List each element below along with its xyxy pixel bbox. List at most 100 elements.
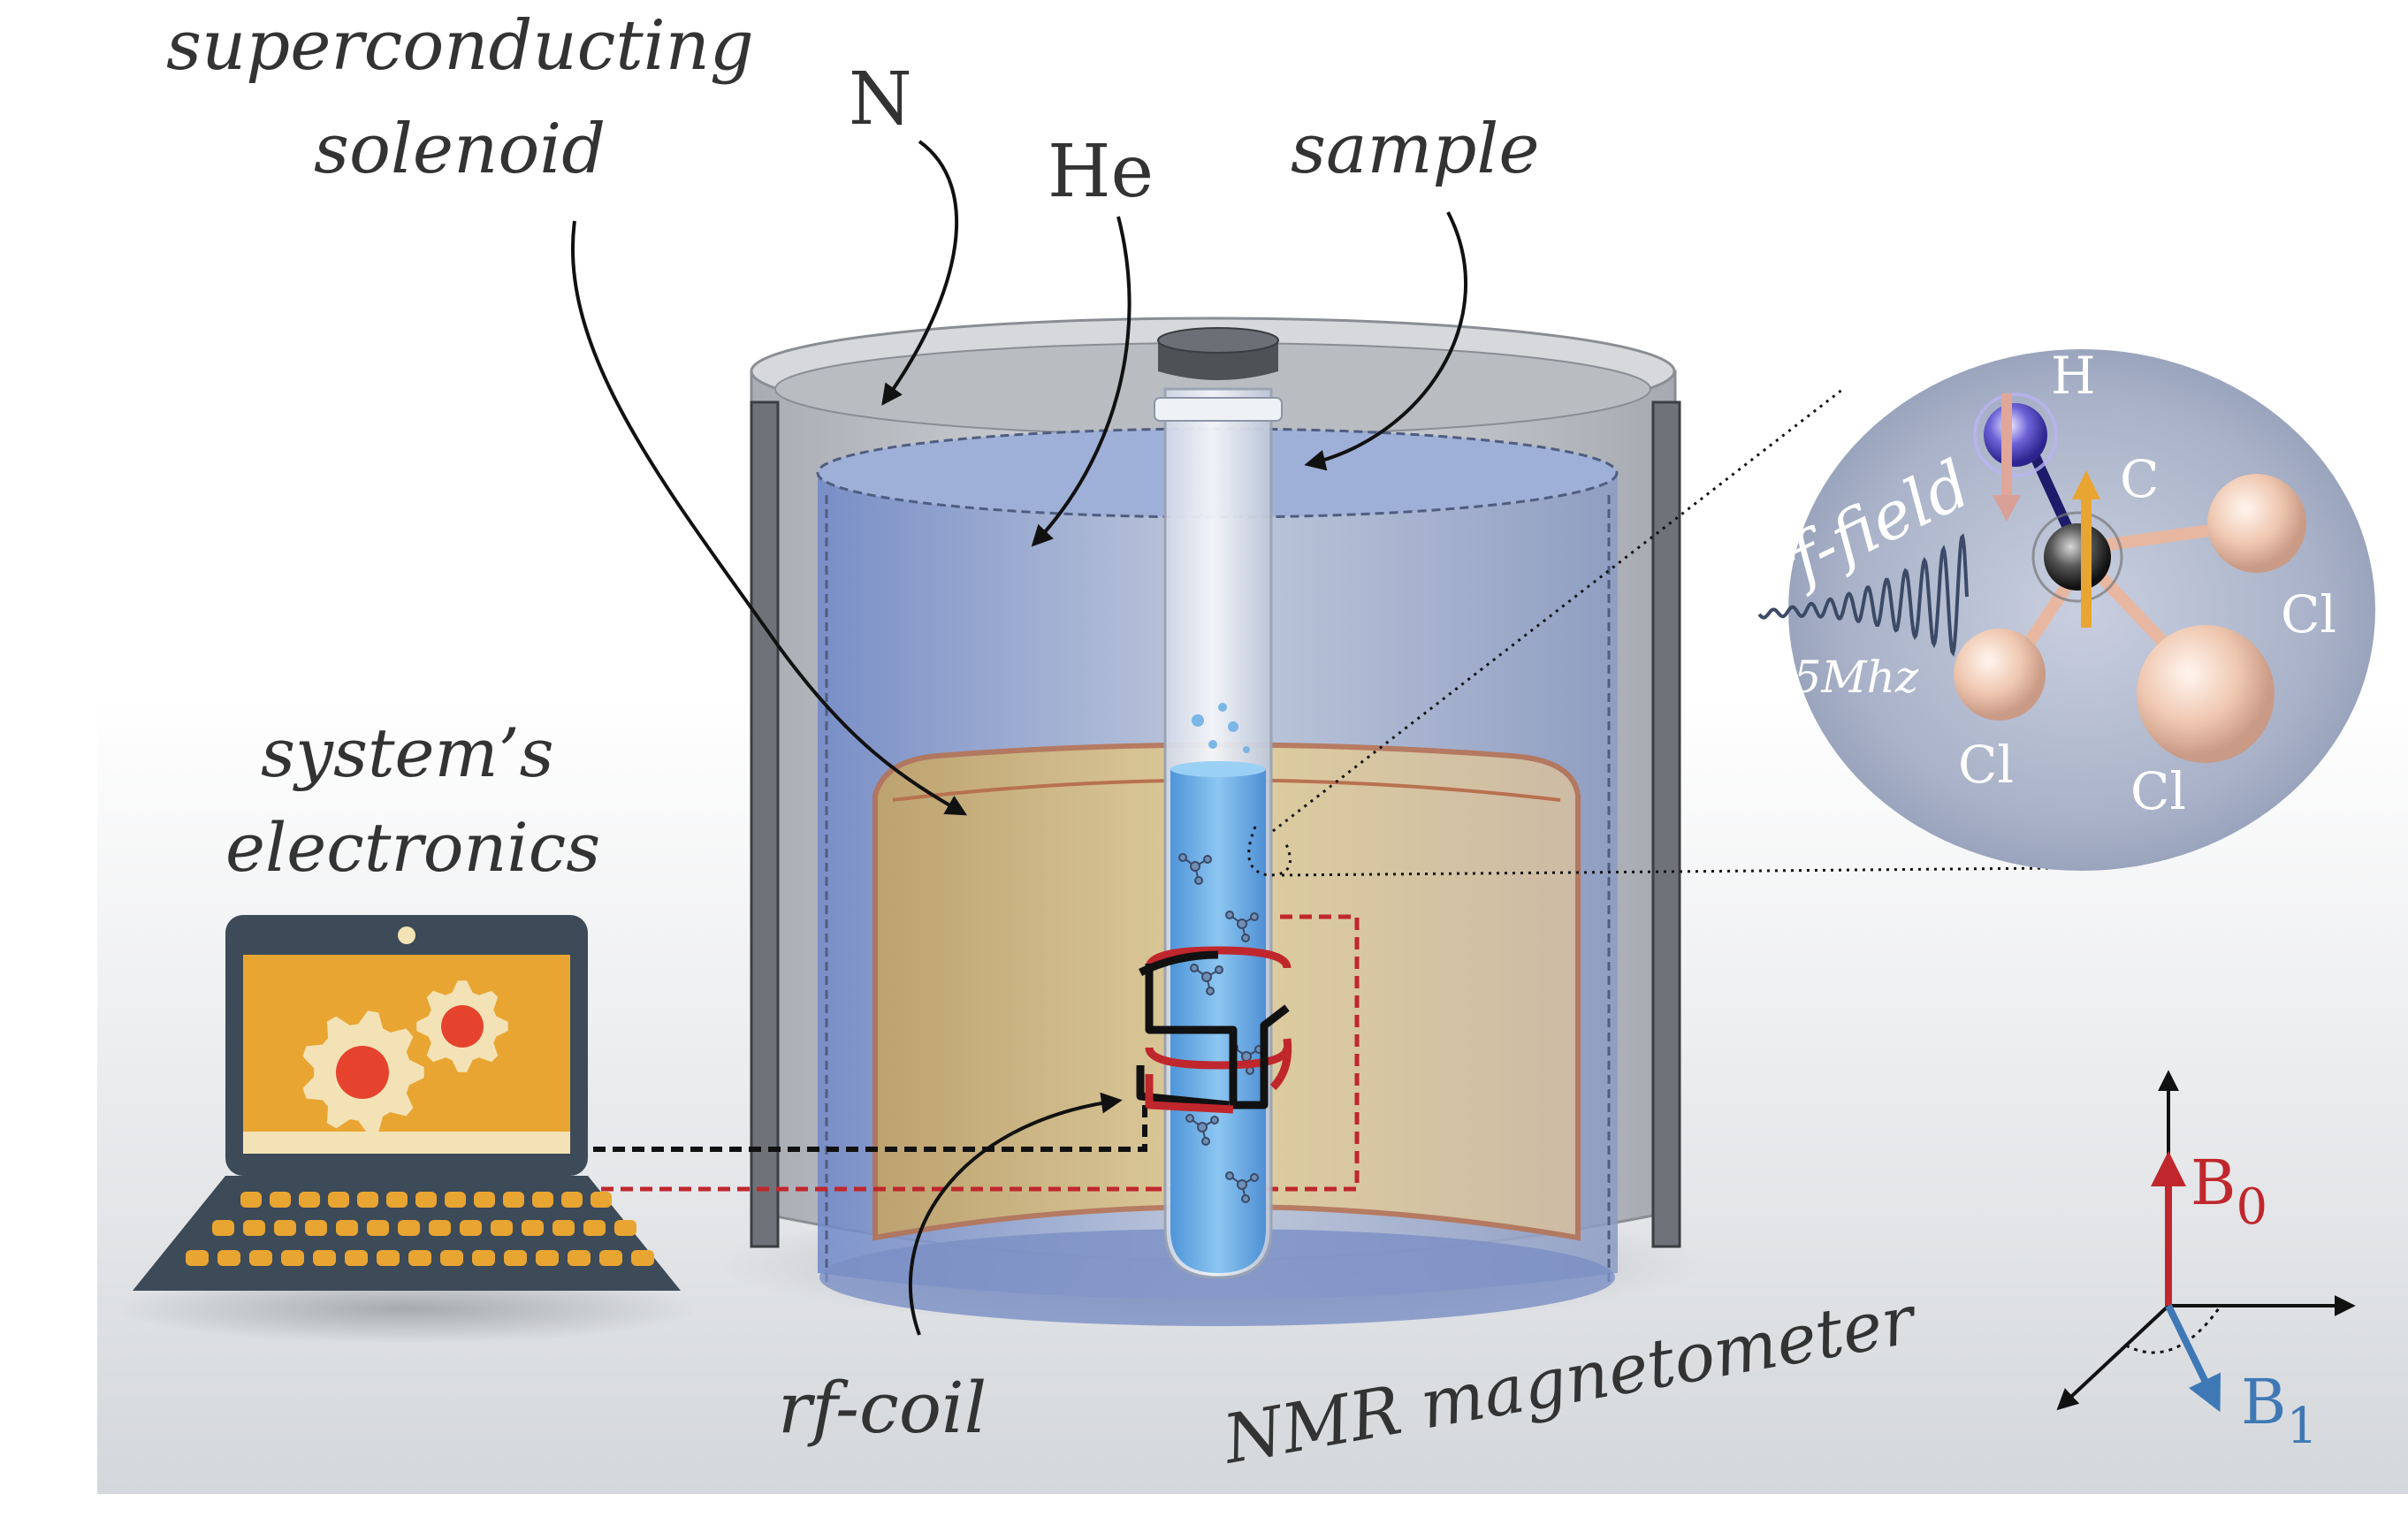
keyboard-key [460,1220,482,1236]
bubble [1243,746,1250,753]
keyboard-key [552,1220,575,1236]
label-helium: He [1048,130,1154,214]
molecule-zoom: H C Cl Cl Cl rf-field 125Mhz [1737,346,2375,871]
axis-x [2056,1304,2170,1411]
arrow-helium [1031,216,1132,547]
label-chlorine-right: Cl [2281,584,2336,644]
liquid-surface [1170,761,1266,777]
liquid-molecules [1178,853,1263,1203]
laptop-keyboard [186,1192,654,1266]
keyboard-key [504,1250,527,1266]
bubble [1208,740,1217,749]
label-superconducting: superconducting [166,6,754,86]
keyboard-key [522,1220,544,1236]
rf-coil [1136,946,1292,1114]
hydrogen-atom [1984,403,2047,467]
keyboard-key [429,1220,451,1236]
label-carbon: C [2120,449,2159,509]
label-chlorine-left: Cl [1958,735,2014,795]
chlorine-atom-left [1954,629,2046,720]
gear-hub [441,1005,484,1048]
keyboard-key [243,1220,265,1236]
zoom-circle-sample [1247,826,1292,877]
bubble [1228,721,1238,732]
keyboard-key [313,1250,336,1266]
arrow-solenoid [571,220,968,816]
carbon-glow [2031,511,2123,603]
keyboard-key [583,1220,606,1236]
laptop-screen-bar [243,1132,570,1154]
label-b1: B1 [2241,1366,2318,1455]
keyboard-key [240,1192,262,1208]
keyboard-key [474,1192,495,1208]
gear-icon [416,980,508,1072]
arrow-sample [1304,211,1467,471]
tube-cap-top [1157,327,1279,354]
hydrogen-glow [1973,393,2058,477]
label-electronics: electronics [225,808,600,887]
gear-icon [302,1010,424,1134]
keyboard-key [445,1192,466,1208]
keyboard-key [377,1250,400,1266]
b1-vector [2165,1304,2221,1413]
keyboard-key [503,1192,524,1208]
keyboard-key [328,1192,349,1208]
keyboard-key [249,1250,272,1266]
spin-c-head [2072,470,2100,499]
keyboard-key [631,1250,654,1266]
chlorine-atom-right [2207,474,2306,573]
keyboard-key [270,1192,291,1208]
cryostat [592,316,2052,1326]
label-chlorine-bottom: Cl [2130,761,2186,821]
keyboard-key [440,1250,463,1266]
zoom-line-bottom [1281,866,2052,877]
keyboard-key [599,1250,622,1266]
keyboard-key [212,1220,234,1236]
spin-h-head [1993,495,2021,522]
label-solenoid: solenoid [314,110,606,189]
label-rf-coil: rf-coil [778,1367,987,1449]
keyboard-key [561,1192,583,1208]
chlorine-atom-bottom [2137,625,2275,763]
label-hydrogen: H [2051,346,2096,406]
laptop [115,915,698,1344]
keyboard-key [299,1192,320,1208]
sample-tube [1154,327,1283,1279]
rf-wave [1757,533,1969,657]
keyboard-key [281,1250,304,1266]
keyboard-key [532,1192,553,1208]
field-axes: B0 B1 [2056,1070,2356,1455]
annotation-arrows [571,140,1467,1336]
keyboard-key [386,1192,408,1208]
keyboard-key [398,1220,420,1236]
keyboard-key [408,1250,431,1266]
left-plate [750,400,780,1248]
label-systems: system’s [261,713,554,792]
keyboard-key [568,1250,591,1266]
carbon-atom [2044,523,2111,591]
label-frequency: 125Mhz [1737,652,1919,703]
keyboard-key [491,1220,513,1236]
keyboard-key [472,1250,495,1266]
arrow-rf-coil [908,1092,1123,1336]
keyboard-key [614,1220,636,1236]
label-b0: B0 [2191,1147,2267,1236]
keyboard-key [305,1220,327,1236]
keyboard-key [217,1250,240,1266]
keyboard-key [345,1250,368,1266]
keyboard-key [591,1192,612,1208]
bond-c-cl-bottom [2090,566,2180,659]
tube-lip [1154,397,1283,422]
bubble [1192,714,1204,727]
right-plate [1651,400,1681,1248]
rf-wire-black [592,1105,1147,1152]
arrow-nitrogen [881,140,959,406]
rotation-arc [2125,1307,2221,1354]
keyboard-key [336,1220,358,1236]
tube-liquid [1170,769,1266,1273]
keyboard-key [415,1192,437,1208]
zoom-line-top [1272,387,1844,833]
laptop-camera [398,926,415,944]
